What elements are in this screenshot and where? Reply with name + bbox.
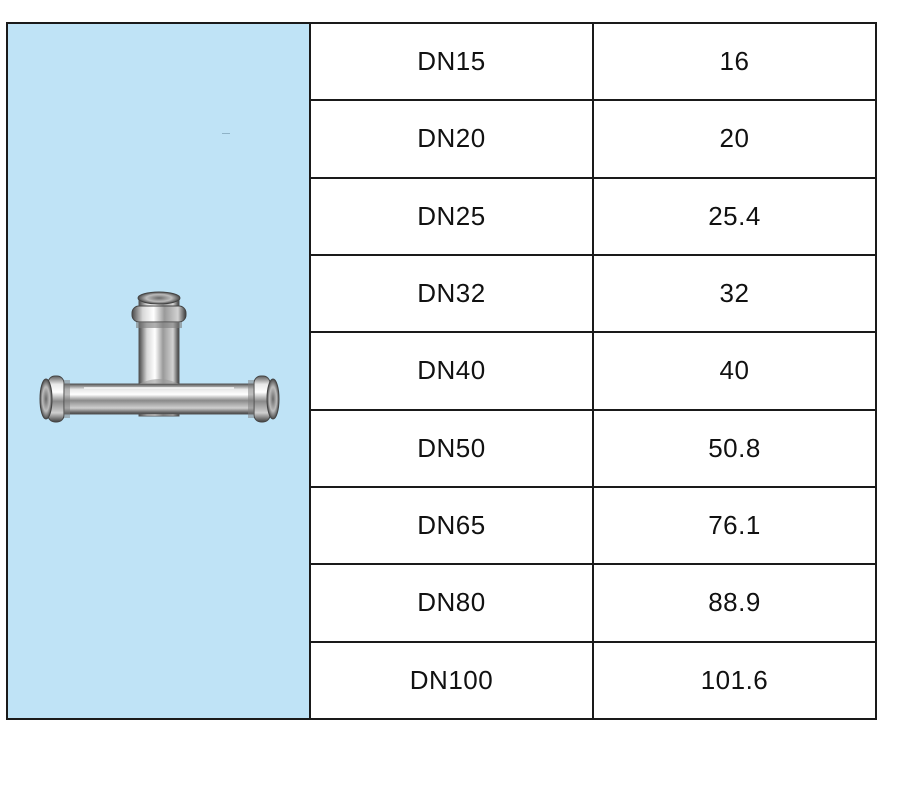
od-cell: 101.6	[592, 640, 877, 721]
table-row: DN40 40	[7, 331, 877, 411]
dn-cell: DN100	[309, 640, 594, 721]
image-speck	[222, 133, 230, 134]
spec-table: DN15 16 DN20 20 DN25 25.4 DN32 32 DN40 4…	[6, 21, 877, 721]
table-row: DN25 25.4	[7, 176, 877, 256]
product-image-cell	[6, 22, 311, 720]
dn-cell: DN20	[309, 99, 594, 179]
dn-cell: DN32	[309, 253, 594, 334]
table-row: DN15 16	[6, 21, 877, 720]
od-cell: 50.8	[592, 408, 877, 488]
dn-cell: DN80	[309, 563, 594, 643]
od-cell: 76.1	[592, 485, 877, 566]
od-cell: 16	[592, 21, 877, 102]
dn-cell: DN40	[309, 331, 594, 411]
table-row: DN50 50.8	[7, 408, 877, 488]
table-row: DN80 88.9	[7, 563, 877, 643]
od-cell: 88.9	[592, 563, 877, 643]
od-cell: 32	[592, 253, 877, 334]
dn-cell: DN65	[309, 485, 594, 566]
dn-cell: DN15	[309, 21, 594, 102]
od-cell: 20	[592, 99, 877, 179]
dn-cell: DN50	[309, 408, 594, 488]
stainless-steel-press-tee-icon	[39, 291, 279, 423]
dn-cell: DN25	[309, 176, 594, 256]
od-cell: 40	[592, 331, 877, 411]
table-row: DN65 76.1	[7, 485, 877, 566]
od-cell: 25.4	[592, 176, 877, 256]
table-row: DN32 32	[7, 253, 877, 334]
table-row: DN20 20	[7, 99, 877, 179]
table-row: DN100 101.6	[7, 640, 877, 721]
